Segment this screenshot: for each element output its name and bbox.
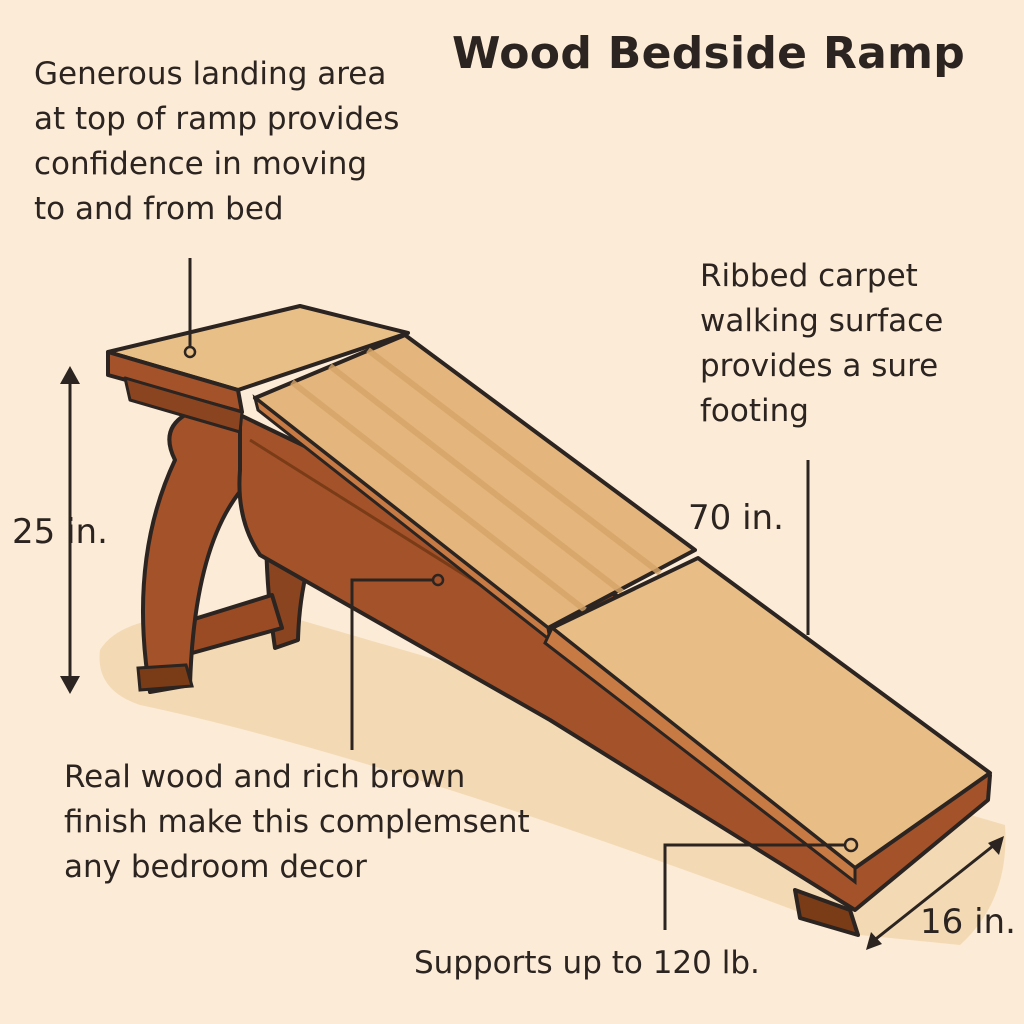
ramp-foot xyxy=(793,888,860,937)
ramp-carpet-upper xyxy=(252,333,697,644)
landing-platform xyxy=(106,304,410,434)
width-dimension-arrow xyxy=(866,836,1004,950)
wood-pointer xyxy=(350,578,432,750)
landing-callout: Generous landing area at top of ramp pro… xyxy=(34,56,400,227)
height-dimension-arrow xyxy=(60,366,80,694)
weight-capacity-label: Supports up to 120 lb. xyxy=(414,945,760,981)
carpet-callout: Ribbed carpet walking surface provides a… xyxy=(700,258,944,429)
wood-finish-callout: Real wood and rich brown finish make thi… xyxy=(64,759,530,885)
page-title: Wood Bedside Ramp xyxy=(452,28,966,79)
height-dimension-label: 25 in. xyxy=(12,512,108,552)
ramp-carpet-lower xyxy=(543,556,992,886)
length-dimension-label: 70 in. xyxy=(688,498,784,538)
width-dimension-label: 16 in. xyxy=(920,902,1016,942)
supports-pointer xyxy=(663,843,845,930)
